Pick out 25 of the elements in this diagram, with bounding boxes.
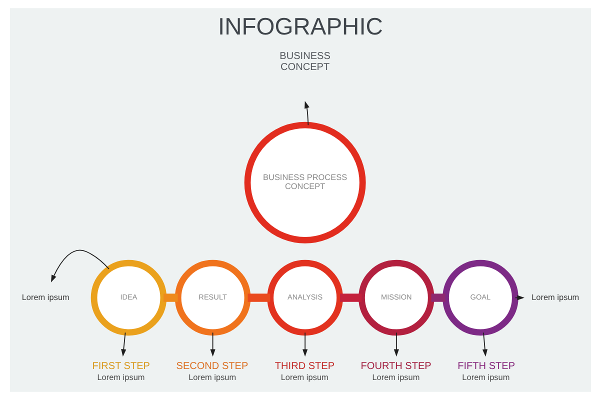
diagram-title: INFOGRAPHIC: [218, 13, 382, 40]
node-circle: BUSINESS PROCESS CONCEPT: [244, 122, 366, 244]
node-text: SECOND STEP Lorem ipsum: [176, 360, 248, 382]
arrow: [393, 332, 398, 357]
connector: [163, 294, 178, 302]
node-text: FOURTH STEP Lorem ipsum: [360, 360, 431, 382]
arrow: [210, 332, 215, 357]
connector: [247, 294, 270, 302]
label: BUSINESS CONCEPT: [279, 51, 330, 74]
connector: [340, 294, 362, 302]
node-text: FIFTH STEP Lorem ipsum: [457, 360, 515, 382]
arrow: [302, 332, 308, 357]
node-circle: RESULT: [174, 260, 250, 336]
connector: [430, 294, 445, 302]
node-circle: ANALYSIS: [266, 260, 342, 336]
arrow: [482, 332, 487, 357]
node-circle: IDEA: [90, 260, 166, 336]
arrow: [50, 250, 109, 282]
node-text: THIRD STEP Lorem ipsum: [274, 360, 334, 382]
arrow: [120, 332, 126, 357]
node-text: Lorem ipsum: [21, 292, 69, 302]
node-text: FIRST STEP Lorem ipsum: [92, 360, 150, 382]
node-text: Lorem ipsum: [531, 292, 579, 302]
arrow: [304, 100, 309, 126]
node-circle: MISSION: [358, 260, 434, 336]
